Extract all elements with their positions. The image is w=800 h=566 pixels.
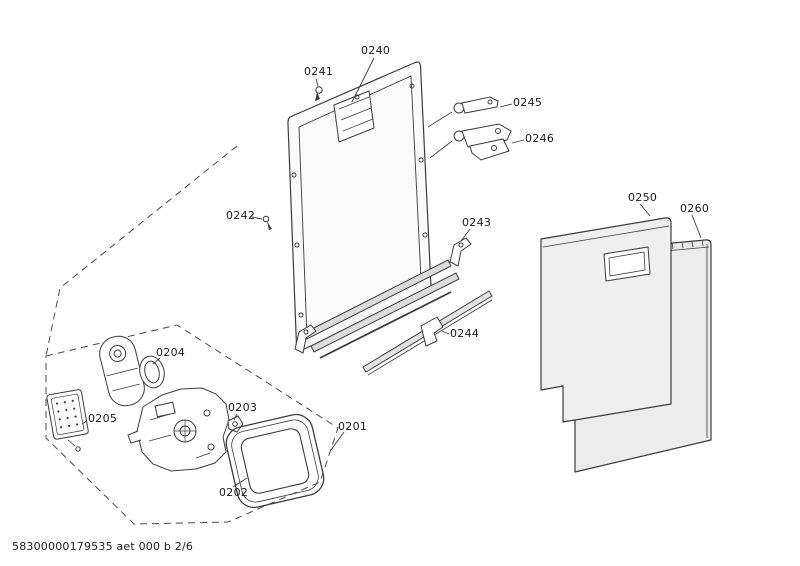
part-label-0204: 0204 [156, 346, 186, 359]
part-label-0260: 0260 [680, 202, 710, 215]
part-label-0241: 0241 [304, 65, 334, 78]
inner-door-panel [287, 61, 432, 351]
fixing-brackets-0243 [294, 237, 472, 354]
part-label-0250: 0250 [628, 191, 658, 204]
outer-door-panel-0250 [540, 217, 672, 423]
part-label-0244: 0244 [450, 327, 480, 340]
screw-0242 [262, 215, 272, 230]
door-seal-strips [303, 259, 460, 359]
explosion-boundary-dashed [45, 145, 339, 525]
part-label-0243: 0243 [462, 216, 492, 229]
part-label-0245: 0245 [513, 96, 543, 109]
document-code: 58300000179535 aet 000 b 2/6 [12, 540, 194, 553]
part-label-0203: 0203 [228, 401, 258, 414]
part-label-0246: 0246 [525, 132, 555, 145]
part-label-0205: 0205 [88, 412, 118, 425]
part-label-0201: 0201 [338, 420, 368, 433]
screw-0241 [315, 86, 323, 101]
dispenser-assembly [127, 387, 230, 472]
door-gasket-0202 [225, 413, 325, 509]
part-label-0240: 0240 [361, 44, 391, 57]
part-label-0242: 0242 [226, 209, 256, 222]
control-module-0205 [46, 389, 89, 452]
hinge-cover-0204 [99, 335, 165, 407]
latch-0245 [427, 96, 499, 128]
latch-0246 [429, 123, 512, 161]
inner-door-holes [291, 83, 430, 318]
leader-lines [81, 57, 702, 488]
part-label-0202: 0202 [219, 486, 249, 499]
door-rail-0244 [362, 290, 493, 376]
clip-0203 [227, 415, 244, 433]
